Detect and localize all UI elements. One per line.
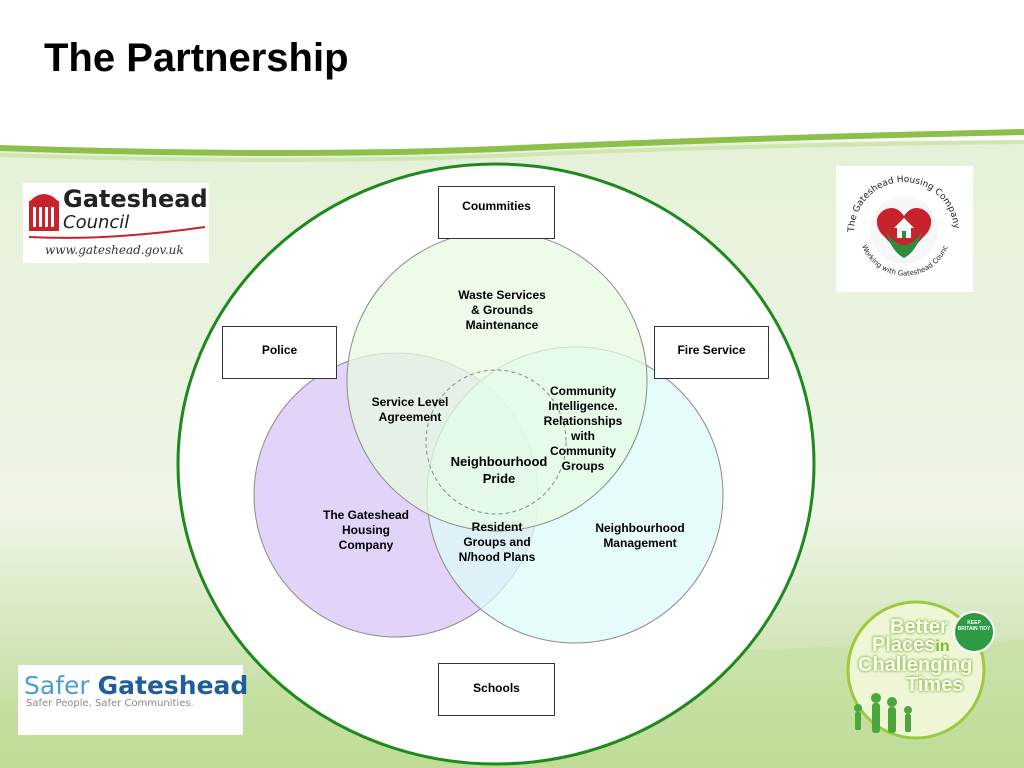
places-text: Places bbox=[872, 634, 936, 656]
center-overlap-outline bbox=[425, 369, 567, 515]
challenging-text: Challenging bbox=[858, 654, 973, 676]
people-silhouettes-icon bbox=[854, 693, 912, 733]
in-text: in bbox=[935, 638, 950, 655]
label-neighbourhood-pride: Neighbourhood Pride bbox=[450, 454, 548, 486]
council-url: www.gateshead.gov.uk bbox=[45, 243, 184, 257]
better-text: Better bbox=[890, 616, 948, 638]
label-housing-company: The Gateshead Housing Company bbox=[322, 508, 410, 552]
gateshead-council-logo: Gateshead Council www.gateshead.gov.uk bbox=[23, 183, 209, 263]
council-name: Gateshead bbox=[63, 185, 208, 213]
box-schools: Schools bbox=[438, 663, 555, 716]
label-resident-groups: Resident Groups and N/hood Plans bbox=[458, 520, 536, 564]
housing-ring-graphic: The Gateshead Housing Company Working wi… bbox=[836, 166, 961, 278]
label-neighbourhood-management: Neighbourhood Management bbox=[595, 521, 685, 550]
council-building-icon bbox=[29, 194, 59, 231]
label-waste-services: Waste Services & Grounds Maintenance bbox=[458, 288, 546, 332]
house-icon bbox=[894, 218, 914, 238]
times-text: Times bbox=[906, 674, 964, 696]
safer-word: Safer bbox=[24, 671, 90, 700]
gateshead-word: Gateshead bbox=[97, 671, 249, 700]
council-swoosh bbox=[28, 226, 206, 239]
housing-company-logo: The Gateshead Housing Company Working wi… bbox=[836, 166, 973, 292]
box-communities: Coummities bbox=[438, 186, 555, 239]
safer-gateshead-logo: Safer Gateshead Safer People, Safer Comm… bbox=[18, 665, 248, 735]
slide-title: The Partnership bbox=[44, 36, 349, 80]
better-places-disc bbox=[846, 600, 995, 740]
label-community-intelligence: Community Intelligence. Relationships wi… bbox=[543, 384, 623, 473]
badge-text: KEEP BRITAIN TIDY bbox=[957, 620, 991, 632]
better-places-logo: KEEP BRITAIN TIDY Better Placesin Challe… bbox=[846, 598, 996, 748]
keep-britain-tidy-badge bbox=[953, 611, 995, 653]
label-service-level-agreement: Service Level Agreement bbox=[371, 395, 449, 424]
box-police: Police bbox=[222, 326, 337, 379]
box-fire-service: Fire Service bbox=[654, 326, 769, 379]
safer-tagline: Safer People, Safer Communities. bbox=[26, 698, 194, 709]
council-sub: Council bbox=[63, 212, 130, 233]
